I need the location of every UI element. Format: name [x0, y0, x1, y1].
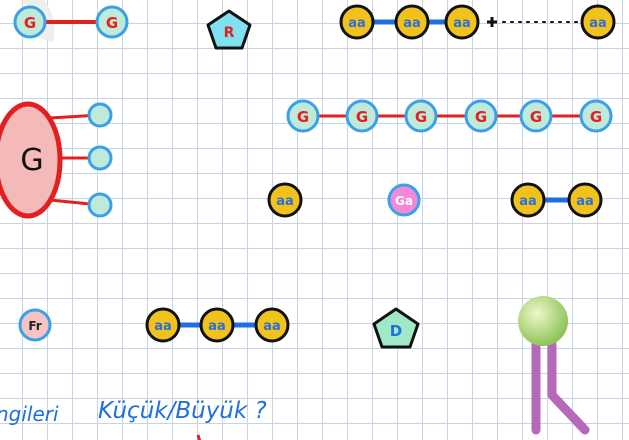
amino-acid-bead: aa [569, 184, 601, 216]
amino-acid-bead: aa [201, 309, 233, 341]
caption-size-question: Küçük/Büyük ? [98, 398, 267, 424]
galactose-label: Ga [395, 194, 413, 208]
amino-acid-label: aa [403, 16, 421, 31]
dipeptide: aa aa [512, 184, 601, 216]
amino-acid-label: aa [208, 319, 226, 334]
amino-acid-label: aa [348, 16, 366, 31]
fatty-acid-bead [89, 104, 111, 126]
glucose-bead: G [581, 101, 611, 131]
peptide-chain-top: aa aa aa aa [341, 6, 614, 38]
glucose-label: G [24, 14, 36, 32]
lipid-head [518, 296, 568, 346]
amino-acid-label: aa [276, 194, 294, 209]
glucose-label: G [356, 108, 368, 126]
glucose-label: G [475, 108, 487, 126]
glucose-label: G [530, 108, 542, 126]
galactose-bead: Ga [389, 185, 419, 215]
caption-left: ngileri [0, 402, 59, 426]
glucose-label: G [415, 108, 427, 126]
amino-acid-label: aa [154, 319, 172, 334]
amino-acid-bead: aa [256, 309, 288, 341]
amino-acid-bead: aa [582, 6, 614, 38]
amino-acid-bead: aa [341, 6, 373, 38]
amino-acid-label: aa [263, 319, 281, 334]
fatty-acid-bead [89, 147, 111, 169]
amino-acid-bead: aa [446, 6, 478, 38]
amino-acid-label: aa [576, 194, 594, 209]
amino-acid-label: aa [519, 194, 537, 209]
glucose-bead: G [288, 101, 318, 131]
glucose-bead: G [466, 101, 496, 131]
polysaccharide-chain: G G G G G G [288, 101, 611, 131]
amino-acid-single: aa [269, 184, 301, 216]
glycerol-label: G [20, 143, 43, 178]
glucose-bead: G [97, 7, 127, 37]
deoxyribose-label: D [390, 322, 402, 340]
tripeptide: aa aa aa [147, 309, 288, 341]
glucose-label: G [590, 108, 602, 126]
glucose-bead: G [406, 101, 436, 131]
plus-icon [487, 17, 497, 27]
amino-acid-bead: aa [396, 6, 428, 38]
amino-acid-label: aa [589, 16, 607, 31]
ribose-label: R [224, 25, 235, 41]
triglyceride-glycerol: G [0, 104, 111, 216]
amino-acid-label: aa [453, 16, 471, 31]
fructose-label: Fr [28, 319, 41, 333]
disaccharide-gg: G G [15, 7, 127, 37]
glucose-bead: G [347, 101, 377, 131]
glucose-bead: G [521, 101, 551, 131]
phospholipid-icon [518, 296, 585, 430]
glucose-bead: G [15, 7, 45, 37]
amino-acid-bead: aa [512, 184, 544, 216]
fructose-bead: Fr [20, 310, 50, 340]
red-mark [198, 435, 200, 440]
amino-acid-bead: aa [147, 309, 179, 341]
fatty-acid-bead [89, 194, 111, 216]
ribose-pentagon: R [208, 11, 250, 48]
deoxyribose-pentagon: D [374, 309, 418, 347]
glucose-label: G [106, 14, 118, 32]
glucose-label: G [297, 108, 309, 126]
